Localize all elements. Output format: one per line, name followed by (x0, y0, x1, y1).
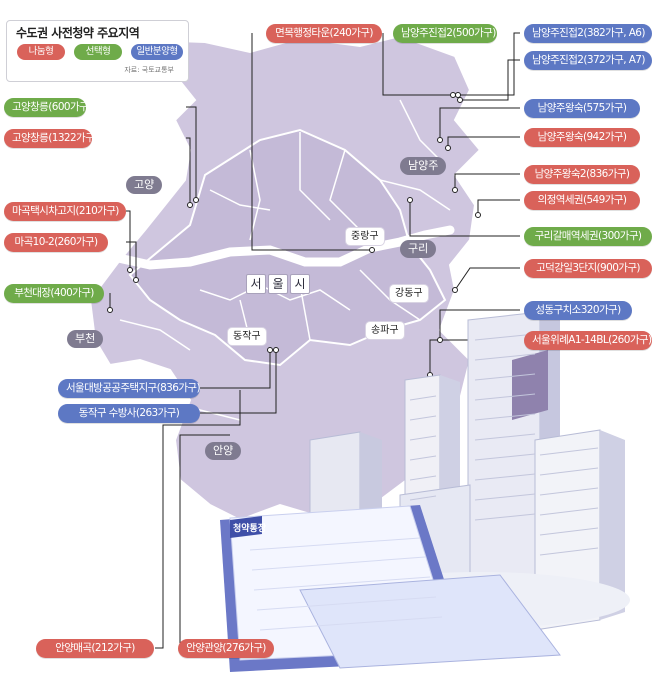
site-tag-seongdong: 성동구치소320가구) (524, 301, 632, 320)
site-tag-anyang-maegok: 안양매곡(212가구) (36, 639, 154, 658)
site-tag-seoul-daebang: 서울대방공공주택지구(836가구) (58, 379, 201, 398)
site-tag-namyang-wangsuk-575: 남양주왕숙(575가구) (524, 99, 640, 118)
site-tag-namyang-jinjeop2-500: 남양주진접2(500가구) (393, 24, 497, 43)
area-label-anyang: 안양 (205, 442, 242, 460)
district-label-gangdong: 강동구 (390, 285, 428, 302)
area-label-guri: 구리 (400, 240, 437, 258)
seoul-label-char-2: 울 (268, 274, 288, 294)
site-tag-uijeongbu: 의정역세권(549가구) (524, 191, 640, 210)
district-label-songpa: 송파구 (366, 322, 404, 339)
site-tag-goyang-changneung-1322: 고양창릉(1322가구) (4, 129, 98, 148)
legend-title: 수도권 사전청약 주요지역 (16, 26, 140, 40)
book-title: 청약통장 (233, 524, 267, 534)
legend-item-nanum: 나눔형 (17, 44, 65, 60)
site-tag-guri-galmae: 구리갈매역세권(300가구) (524, 227, 652, 246)
site-tag-godeok: 고덕강일3단지(900가구) (524, 259, 652, 278)
site-tag-goyang-changneung-600: 고양창릉(600가구) (4, 98, 92, 117)
site-tag-namyang-wangsuk2-836: 남양주왕숙2(836가구) (524, 165, 640, 184)
district-label-dongjak: 동작구 (228, 328, 266, 345)
site-tag-bucheon-daejang: 부천대장(400가구) (4, 284, 104, 303)
area-label-goyang: 고양 (126, 176, 163, 194)
site-tag-seoul-wirye: 서울위례A1-14BL(260가구) (524, 331, 652, 350)
seoul-label-char-3: 시 (290, 274, 310, 294)
site-tag-dongjak-subangsa: 동작구 수방사(263가구) (58, 404, 200, 423)
seoul-label-char-1: 서 (246, 274, 266, 294)
leader-lines (109, 32, 520, 649)
site-tag-magok-taxi: 마곡택시차고지(210가구) (4, 202, 126, 221)
legend-box: 수도권 사전청약 주요지역 나눔형 선택형 일반분양형 자료: 국토교통부 (6, 20, 189, 82)
legend-item-ilban: 일반분양형 (131, 44, 183, 60)
passbook-illustration (220, 505, 561, 672)
han-river (100, 225, 455, 270)
area-label-namyangju: 남양주 (400, 157, 447, 175)
site-tag-magok-10-2: 마곡10-2(260가구) (4, 233, 108, 252)
site-tag-namyang-wangsuk-942: 남양주왕숙(942가구) (524, 128, 640, 147)
site-tag-myeonmok: 면목행정타운(240가구) (266, 24, 382, 43)
area-label-bucheon: 부천 (67, 330, 104, 348)
district-label-jungnang: 중랑구 (346, 228, 384, 245)
site-points (107, 92, 481, 378)
legend-source: 자료: 국토교통부 (124, 66, 174, 74)
legend-item-seontaek: 선택형 (74, 44, 122, 60)
site-tag-namyang-jinjeop2-382: 남양주진접2(382가구, A6) (524, 24, 652, 43)
site-tag-namyang-jinjeop2-372: 남양주진접2(372가구, A7) (524, 51, 652, 70)
site-tag-anyang-gwanyang: 안양관양(276가구) (178, 639, 274, 658)
